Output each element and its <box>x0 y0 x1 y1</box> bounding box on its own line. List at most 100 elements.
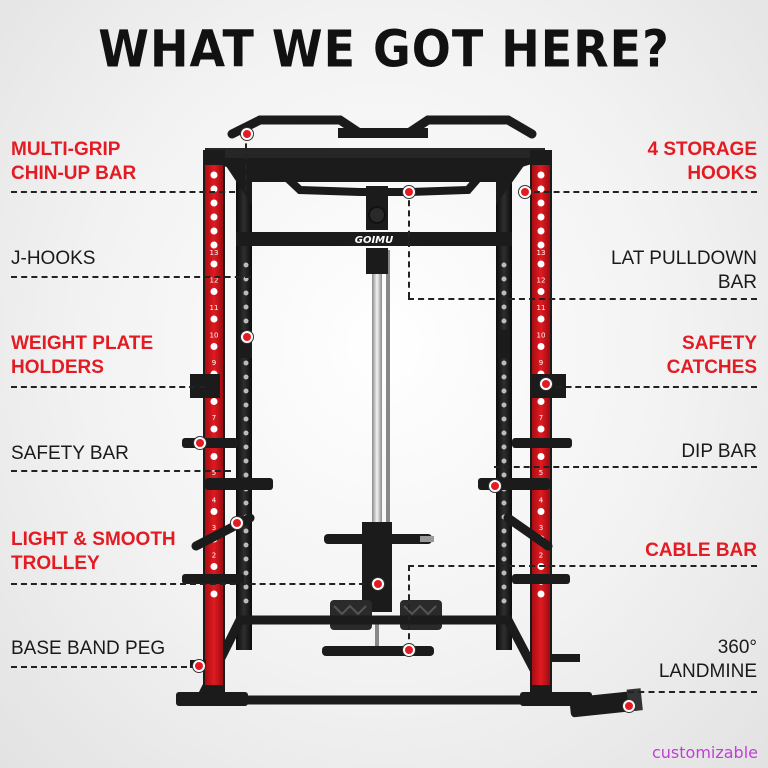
hole-number: 4 <box>539 497 544 505</box>
hole-number: 3 <box>212 524 216 532</box>
leader-line <box>11 191 245 193</box>
leader-line <box>546 386 757 388</box>
callout-dot <box>231 517 243 529</box>
upright-hole <box>501 542 507 548</box>
label-line: LAT PULLDOWN <box>610 248 757 269</box>
upright-hole <box>537 425 545 433</box>
upright-hole <box>243 388 249 394</box>
upright-hole <box>243 584 249 590</box>
hole-number: 9 <box>539 359 543 367</box>
hole-number: 2 <box>539 552 543 560</box>
upright-hole <box>537 508 545 515</box>
upright-hole <box>210 199 218 207</box>
upright-hole <box>210 227 218 235</box>
upright-hole <box>537 227 545 235</box>
label-line: MULTI-GRIP <box>11 139 121 160</box>
upright-hole <box>501 430 507 436</box>
label-j-hooks: J-HOOKS <box>11 248 96 269</box>
label-line: 4 STORAGE <box>647 139 757 160</box>
upright-hole <box>210 241 218 249</box>
upright-hole <box>243 374 249 380</box>
upright-hole <box>501 360 507 366</box>
upright-hole <box>243 556 249 562</box>
upright-hole <box>501 262 507 268</box>
label-safety-bar: SAFETY BAR <box>11 443 129 464</box>
hole-number: 9 <box>212 359 216 367</box>
upright-hole <box>243 444 249 450</box>
upright-hole <box>243 598 249 604</box>
page-title: WHAT WE GOT HERE? <box>98 19 670 79</box>
label-lat-pulldown-bar: LAT PULLDOWN BAR <box>611 247 757 295</box>
upright-hole <box>210 288 218 295</box>
leader-line <box>628 691 757 693</box>
leader-line <box>11 666 197 668</box>
upright-hole <box>501 556 507 562</box>
upright-hole <box>537 453 545 460</box>
upright-hole <box>210 563 218 570</box>
upright-hole <box>537 343 545 350</box>
upright-hole <box>243 472 249 478</box>
upright-hole <box>243 290 249 296</box>
upright-hole <box>501 598 507 604</box>
callout-dot <box>403 644 415 656</box>
upright-hole <box>210 508 218 515</box>
hole-number: 13 <box>537 249 546 257</box>
upright-hole <box>243 528 249 534</box>
callout-dot <box>372 578 384 590</box>
upright-hole <box>501 304 507 310</box>
upright-hole <box>210 213 218 221</box>
upright-hole <box>501 570 507 576</box>
callout-dot <box>403 186 415 198</box>
callout-dot <box>241 128 253 140</box>
hole-number: 12 <box>210 277 219 285</box>
hole-number: 7 <box>539 414 543 422</box>
upright-hole <box>243 402 249 408</box>
upright-hole <box>243 570 249 576</box>
label-safety-catches: SAFETY CATCHES <box>667 332 757 380</box>
hole-number: 2 <box>212 552 216 560</box>
upright-hole <box>537 185 545 193</box>
leader-line <box>408 565 757 567</box>
callout-dot <box>540 378 552 390</box>
callout-dot <box>519 186 531 198</box>
label-4-storage-hooks: 4 STORAGE HOOKS <box>648 138 757 186</box>
upright-hole <box>210 398 218 405</box>
upright-hole <box>210 171 218 179</box>
watermark: customizable <box>651 743 758 762</box>
upright-hole <box>243 318 249 324</box>
upright-hole <box>501 374 507 380</box>
upright-hole <box>537 171 545 179</box>
upright-hole <box>243 360 249 366</box>
label-multi-grip-chin-up-bar: MULTI-GRIP CHIN-UP BAR <box>11 138 136 186</box>
upright-hole <box>210 315 218 323</box>
upright-hole <box>501 458 507 464</box>
upright-hole <box>243 304 249 310</box>
leader-line <box>408 190 410 298</box>
upright-hole <box>501 584 507 590</box>
leader-line <box>11 386 205 388</box>
hole-number: 11 <box>210 304 219 312</box>
callout-dot <box>194 437 206 449</box>
leader-line <box>524 191 757 193</box>
upright-hole <box>210 453 218 460</box>
upright-hole <box>501 402 507 408</box>
label-light-smooth-trolley: LIGHT & SMOOTH TROLLEY <box>11 528 176 576</box>
label-line: CATCHES <box>666 357 757 378</box>
label-line: BAR <box>717 272 757 293</box>
upright-hole <box>501 528 507 534</box>
upright-hole <box>210 343 218 350</box>
upright-hole <box>501 416 507 422</box>
upright-hole <box>243 458 249 464</box>
hole-number: 5 <box>539 469 543 477</box>
label-line: LANDMINE <box>658 661 757 682</box>
hole-number: 10 <box>537 332 546 340</box>
upright-hole <box>537 398 545 405</box>
upright-holes: 1312111098765432113121110987654321 <box>210 171 546 604</box>
upright-hole <box>501 500 507 506</box>
hole-number: 7 <box>212 414 216 422</box>
upright-hole <box>537 241 545 249</box>
callout-dot <box>489 480 501 492</box>
leader-line <box>11 470 231 472</box>
brand-logo: GOIMU <box>355 235 394 246</box>
